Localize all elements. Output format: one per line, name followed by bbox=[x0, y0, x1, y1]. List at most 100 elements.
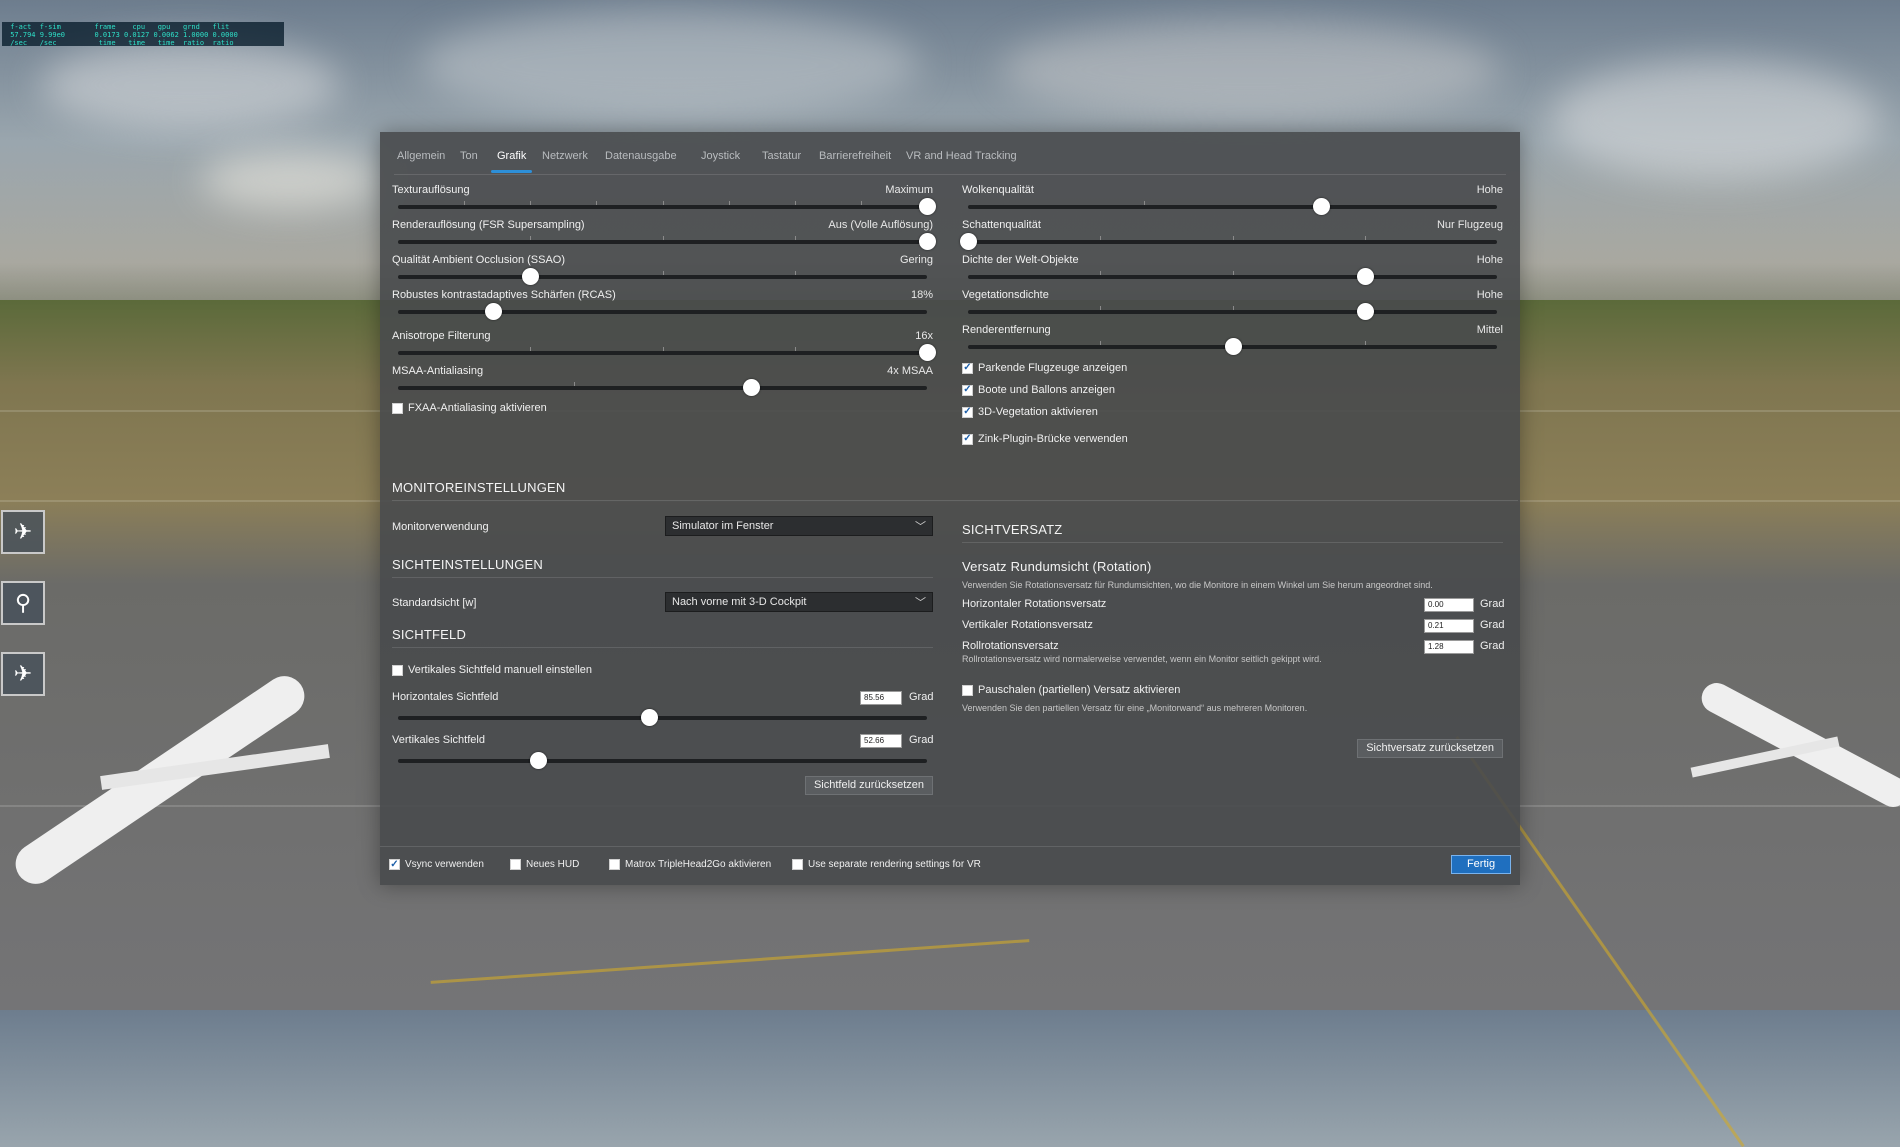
checkbox-box[interactable]: ✓ bbox=[392, 402, 403, 414]
done-button[interactable]: Fertig bbox=[1451, 855, 1511, 874]
tab-ton[interactable]: Ton bbox=[460, 150, 478, 162]
vsync-checkbox[interactable]: ✓ Vsync verwenden bbox=[389, 859, 484, 870]
checkbox-label: Parkende Flugzeuge anzeigen bbox=[978, 362, 1128, 374]
slider-tick bbox=[1100, 271, 1102, 275]
horizontal-fov-input[interactable]: 85.56 bbox=[860, 691, 902, 705]
horizontal-offset-unit: Grad bbox=[1480, 598, 1505, 610]
matrox-checkbox[interactable]: ✓ Matrox TripleHead2Go aktivieren bbox=[609, 859, 771, 870]
slider-knob[interactable] bbox=[1312, 198, 1330, 215]
slider-knob[interactable] bbox=[960, 233, 977, 250]
new-hud-checkbox[interactable]: ✓ Neues HUD bbox=[510, 859, 579, 870]
roll-offset-input[interactable]: 1.28 bbox=[1424, 640, 1474, 654]
slider-track[interactable] bbox=[968, 236, 1497, 244]
option-checkbox[interactable]: ✓ Parkende Flugzeuge anzeigen bbox=[962, 362, 1127, 374]
monitor-usage-value: Simulator im Fenster bbox=[672, 520, 774, 532]
slider-knob[interactable] bbox=[485, 303, 503, 320]
airport-tool-button[interactable]: ✈ bbox=[1, 652, 45, 696]
tab-allgemein[interactable]: Allgemein bbox=[397, 150, 446, 162]
vertical-fov-input[interactable]: 52.66 bbox=[860, 734, 902, 748]
slider-tick bbox=[1100, 306, 1102, 310]
horizontal-fov-knob[interactable] bbox=[641, 709, 659, 726]
vertical-fov-track[interactable] bbox=[398, 759, 927, 763]
partial-offset-checkbox[interactable]: ✓ Pauschalen (partiellen) Versatz aktivi… bbox=[962, 684, 1180, 696]
checkbox-box[interactable]: ✓ bbox=[962, 406, 973, 418]
slider-label: Texturauflösung bbox=[392, 184, 470, 196]
slider-knob[interactable] bbox=[522, 268, 540, 285]
slider-value: Hohe bbox=[1476, 289, 1503, 301]
option-checkbox[interactable]: ✓Boote und Ballons anzeigen bbox=[962, 384, 1115, 396]
slider-knob[interactable] bbox=[1224, 338, 1242, 355]
slider-value: 4x MSAA bbox=[887, 365, 933, 377]
jet-icon: ✈ bbox=[13, 661, 33, 686]
slider-label: Vegetationsdichte bbox=[962, 289, 1049, 301]
slider-knob[interactable] bbox=[919, 233, 936, 250]
slider-track[interactable] bbox=[398, 347, 927, 355]
slider-row: Renderauflösung (FSR Supersampling)Aus (… bbox=[392, 219, 936, 251]
stats-line-3: /sec /sec time time time ratio ratio bbox=[6, 39, 234, 47]
slider-track[interactable] bbox=[398, 201, 927, 209]
slider-track[interactable] bbox=[968, 306, 1497, 314]
checkbox-box[interactable]: ✓ bbox=[962, 362, 973, 374]
default-view-label: Standardsicht [w] bbox=[392, 597, 477, 609]
slider-track[interactable] bbox=[968, 201, 1497, 209]
slider-track[interactable] bbox=[398, 271, 927, 279]
slider-tick bbox=[464, 201, 466, 205]
manual-vfov-label: Vertikales Sichtfeld manuell einstellen bbox=[408, 664, 593, 676]
slider-tick bbox=[1100, 236, 1102, 240]
manual-vfov-checkbox[interactable]: ✓ Vertikales Sichtfeld manuell einstelle… bbox=[392, 664, 592, 676]
checkbox-box[interactable]: ✓ bbox=[392, 664, 403, 676]
default-view-dropdown[interactable]: Nach vorne mit 3-D Cockpit ﹀ bbox=[665, 592, 933, 612]
slider-knob[interactable] bbox=[742, 379, 760, 396]
tab-barrierefreiheit[interactable]: Barrierefreiheit bbox=[819, 150, 892, 162]
checkbox-box[interactable]: ✓ bbox=[609, 859, 620, 870]
option-checkbox[interactable]: ✓3D-Vegetation aktivieren bbox=[962, 406, 1098, 418]
fxaa-checkbox[interactable]: ✓ FXAA-Antialiasing aktivieren bbox=[392, 402, 547, 414]
checkbox-box[interactable]: ✓ bbox=[510, 859, 521, 870]
tab-joystick[interactable]: Joystick bbox=[701, 150, 741, 162]
reset-offset-button[interactable]: Sichtversatz zurücksetzen bbox=[1357, 739, 1503, 758]
horizontal-offset-input[interactable]: 0.00 bbox=[1424, 598, 1474, 612]
frame-stats-overlay: f-act f-sim frame cpu gpu grnd flit 57.7… bbox=[2, 22, 284, 47]
checkbox-box[interactable]: ✓ bbox=[962, 384, 973, 396]
horizontal-fov-track[interactable] bbox=[398, 716, 927, 720]
map-tool-button[interactable]: ⚲ bbox=[1, 581, 45, 625]
tab-vr-and-head-tracking[interactable]: VR and Head Tracking bbox=[906, 150, 1017, 162]
vertical-offset-input[interactable]: 0.21 bbox=[1424, 619, 1474, 633]
aircraft-tool-button[interactable]: ✈ bbox=[1, 510, 45, 554]
vertical-fov-label: Vertikales Sichtfeld bbox=[392, 734, 485, 746]
slider-knob[interactable] bbox=[919, 198, 936, 215]
checkbox-box[interactable]: ✓ bbox=[962, 684, 973, 696]
option-checkbox[interactable]: ✓ Zink-Plugin-Brücke verwenden bbox=[962, 433, 1128, 445]
reset-fov-button[interactable]: Sichtfeld zurücksetzen bbox=[804, 776, 933, 795]
checkbox-box[interactable]: ✓ bbox=[389, 858, 400, 870]
slider-value: 16x bbox=[915, 330, 933, 342]
slider-track[interactable] bbox=[398, 236, 927, 244]
view-section-title: SICHTEINSTELLUNGEN bbox=[392, 557, 543, 572]
roll-offset-unit: Grad bbox=[1480, 640, 1505, 652]
checkbox-box[interactable]: ✓ bbox=[792, 859, 803, 870]
slider-knob[interactable] bbox=[1356, 303, 1374, 320]
slider-value: Hohe bbox=[1476, 184, 1503, 196]
slider-tick bbox=[1232, 271, 1234, 275]
tab-datenausgabe[interactable]: Datenausgabe bbox=[605, 150, 677, 162]
slider-tick bbox=[1100, 341, 1102, 345]
slider-track[interactable] bbox=[398, 310, 927, 314]
vertical-fov-knob[interactable] bbox=[530, 752, 548, 769]
vr-rendering-checkbox[interactable]: ✓ Use separate rendering settings for VR bbox=[792, 859, 981, 870]
tab-tastatur[interactable]: Tastatur bbox=[762, 150, 802, 162]
checkbox-box[interactable]: ✓ bbox=[962, 433, 973, 445]
slider-knob[interactable] bbox=[919, 344, 936, 361]
tab-grafik[interactable]: Grafik bbox=[490, 150, 533, 173]
slider-tick bbox=[530, 347, 532, 351]
checkbox-label: Zink-Plugin-Brücke verwenden bbox=[978, 433, 1128, 445]
slider-knob[interactable] bbox=[1356, 268, 1374, 285]
monitor-usage-dropdown[interactable]: Simulator im Fenster ﹀ bbox=[665, 516, 933, 536]
horizontal-fov-slider-row: Horizontales Sichtfeld bbox=[392, 691, 933, 726]
chevron-down-icon: ﹀ bbox=[915, 597, 926, 609]
slider-track[interactable] bbox=[398, 382, 927, 390]
slider-tick bbox=[662, 236, 664, 240]
slider-track[interactable] bbox=[968, 271, 1497, 279]
tab-netzwerk[interactable]: Netzwerk bbox=[542, 150, 588, 162]
